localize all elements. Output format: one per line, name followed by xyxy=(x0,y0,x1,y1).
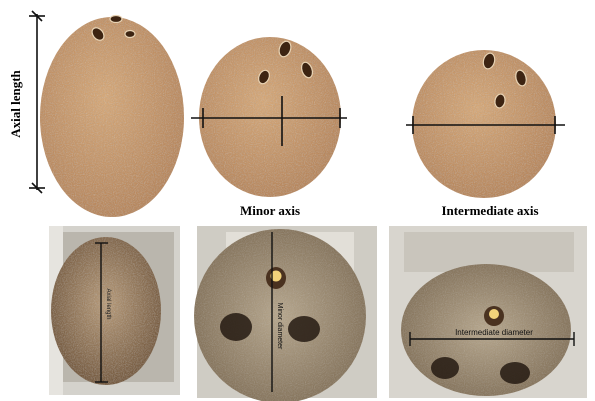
intermediate-axis-label: Intermediate axis xyxy=(441,203,538,218)
photo-axial-label: Axial length xyxy=(105,288,111,319)
axial-length-label: Axial length xyxy=(8,69,23,137)
photo-minor-label: Minor diameter xyxy=(276,303,283,350)
photo-intermediate-diameter: Intermediate diameter xyxy=(389,226,587,398)
coconut-illustration-intermediate xyxy=(412,50,556,198)
photo-minor-diameter: Minor diameter xyxy=(194,226,377,401)
photo-intermediate-label: Intermediate diameter xyxy=(455,328,533,337)
minor-axis-label: Minor axis xyxy=(240,203,300,218)
coconut-eye xyxy=(125,31,135,38)
coconut-illustration-minor xyxy=(199,37,341,197)
coconut-eye xyxy=(110,16,122,23)
coconut-illustration-axial xyxy=(40,16,184,218)
photo-axial-length: Axial length xyxy=(49,226,180,395)
